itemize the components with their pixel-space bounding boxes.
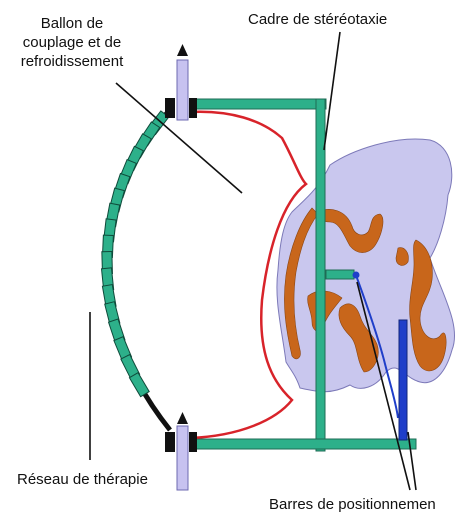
transducer-element bbox=[129, 373, 149, 397]
positioning-pin-tip bbox=[353, 272, 360, 279]
positioning-pin bbox=[326, 270, 354, 279]
label-balloon-line-2: couplage et de bbox=[6, 33, 138, 52]
transducer-elements bbox=[102, 111, 169, 397]
leader-frame bbox=[324, 32, 340, 150]
arrow-shaft-top bbox=[177, 60, 188, 120]
mount-top-left bbox=[165, 98, 175, 118]
mount-bottom-left bbox=[165, 432, 175, 452]
frame-top-bar bbox=[192, 99, 326, 109]
label-balloon-line-3: refroidissement bbox=[6, 52, 138, 71]
frame-vertical-bar bbox=[316, 99, 325, 451]
arrow-head-top bbox=[177, 44, 188, 56]
mount-bottom-right bbox=[189, 432, 197, 452]
label-bars: Barres de positionnemen bbox=[269, 495, 462, 514]
label-frame: Cadre de stéréotaxie bbox=[248, 10, 387, 29]
arrow-head-bottom bbox=[177, 412, 188, 424]
arrow-shaft-bottom bbox=[177, 426, 188, 490]
label-balloon-line-1: Ballon de bbox=[6, 14, 138, 33]
label-balloon: Ballon de couplage et de refroidissement bbox=[6, 14, 138, 71]
label-array: Réseau de thérapie bbox=[17, 470, 148, 489]
frame-bottom-bar bbox=[192, 439, 416, 449]
positioning-bar bbox=[399, 320, 407, 440]
mount-top-right bbox=[189, 98, 197, 118]
